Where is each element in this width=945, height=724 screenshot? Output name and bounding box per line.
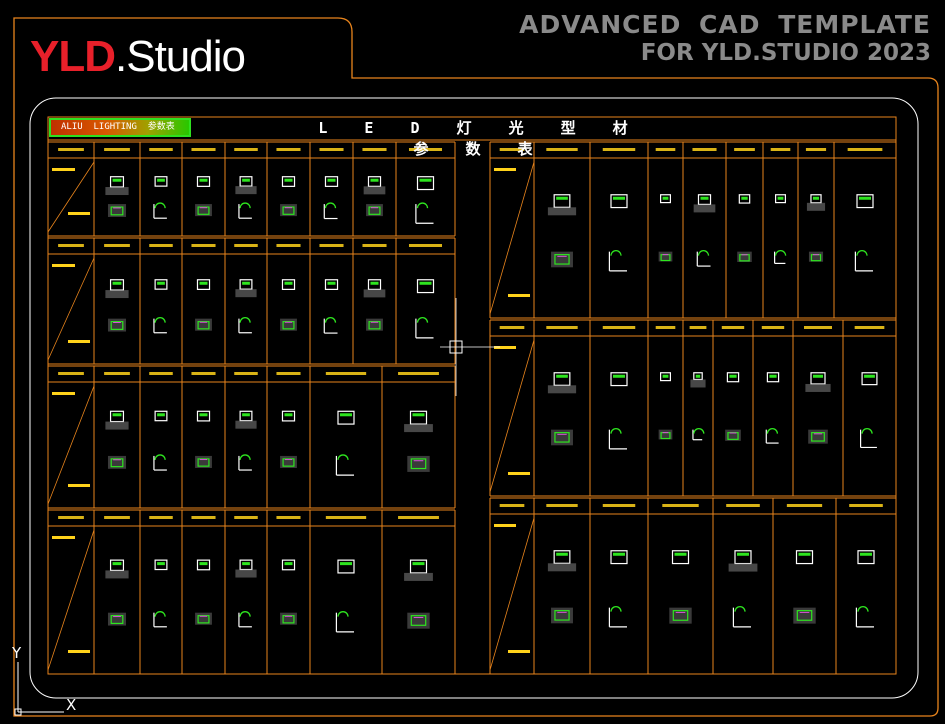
profile-cell bbox=[105, 559, 129, 626]
profile-cell bbox=[195, 176, 212, 217]
right-section-1 bbox=[489, 141, 897, 319]
profile-cell bbox=[690, 372, 706, 441]
left-section-3 bbox=[47, 365, 456, 509]
brand-logo-yld: YLD bbox=[30, 32, 116, 81]
sheet-chip-label: ALIU LIGHTING 参数表 bbox=[61, 122, 175, 132]
profile-cell bbox=[404, 559, 433, 629]
left-section-2 bbox=[47, 237, 456, 365]
profile-cell bbox=[725, 372, 741, 441]
profile-cell bbox=[774, 194, 787, 264]
profile-cell bbox=[153, 279, 168, 334]
brand-logo-studio: .Studio bbox=[115, 32, 246, 81]
profile-cell bbox=[235, 176, 257, 219]
profile-cell bbox=[854, 194, 874, 272]
profile-cell bbox=[235, 279, 257, 334]
profile-cell bbox=[805, 372, 831, 444]
ucs-x-label: X bbox=[66, 696, 77, 714]
profile-cell bbox=[547, 550, 577, 624]
profile-cell bbox=[235, 410, 257, 471]
ucs-y-label: Y bbox=[12, 644, 22, 662]
profile-cell bbox=[793, 550, 816, 624]
profile-cell bbox=[335, 559, 355, 633]
profile-cell bbox=[323, 279, 339, 334]
profile-cell bbox=[806, 194, 826, 262]
profile-cell bbox=[195, 410, 212, 468]
profile-cell bbox=[153, 176, 168, 219]
profile-cell bbox=[363, 279, 386, 331]
left-section-1 bbox=[47, 141, 456, 237]
profile-cell bbox=[235, 559, 257, 628]
profile-cell bbox=[323, 176, 339, 220]
sheet-chip: ALIU LIGHTING 参数表 bbox=[49, 118, 191, 137]
profile-cell bbox=[669, 550, 692, 624]
profile-cell bbox=[280, 176, 297, 217]
profile-drawings bbox=[105, 176, 878, 633]
profile-cell bbox=[765, 372, 780, 444]
profile-cell bbox=[105, 279, 129, 332]
profile-cell bbox=[415, 279, 435, 339]
sheet-title: L E D 灯 光 型 材 参 数 表 bbox=[318, 119, 642, 158]
profile-cell bbox=[153, 410, 168, 471]
profile-cell bbox=[547, 194, 577, 268]
brand-logo: YLD.Studio bbox=[30, 32, 246, 82]
profile-cell bbox=[658, 372, 673, 440]
banner-line-2: FOR YLD.STUDIO 2023 bbox=[640, 40, 931, 66]
profile-cell bbox=[737, 194, 752, 262]
profile-cell bbox=[693, 194, 716, 267]
profile-cell bbox=[195, 559, 212, 625]
profile-cell bbox=[859, 372, 878, 449]
profile-cell bbox=[728, 550, 758, 628]
profile-cell bbox=[195, 279, 212, 331]
inner-frame bbox=[29, 97, 919, 699]
outer-frame bbox=[13, 17, 939, 717]
profile-cell bbox=[855, 550, 875, 628]
profile-cell bbox=[280, 279, 297, 331]
profile-cell bbox=[363, 176, 386, 217]
banner-line-1: ADVANCED CAD TEMPLATE bbox=[519, 10, 931, 39]
profile-cell bbox=[105, 176, 129, 217]
profile-cell bbox=[608, 372, 628, 450]
right-section-3 bbox=[489, 497, 897, 675]
profile-cell bbox=[547, 372, 577, 446]
cursor-crosshair bbox=[440, 298, 500, 396]
profile-cell bbox=[608, 194, 628, 272]
profile-cell bbox=[105, 410, 129, 469]
profile-cell bbox=[280, 559, 297, 625]
right-section-2 bbox=[489, 319, 897, 497]
profile-table-grid bbox=[47, 141, 897, 675]
sheet-border bbox=[47, 116, 897, 675]
ucs-icon bbox=[14, 662, 64, 716]
profile-cell bbox=[608, 550, 628, 628]
profile-cell bbox=[153, 559, 168, 628]
profile-cell bbox=[658, 194, 673, 262]
profile-cell bbox=[415, 176, 435, 224]
profile-cell bbox=[335, 410, 355, 476]
profile-cell bbox=[404, 410, 433, 472]
profile-cell bbox=[280, 410, 297, 468]
left-section-4 bbox=[47, 509, 456, 675]
